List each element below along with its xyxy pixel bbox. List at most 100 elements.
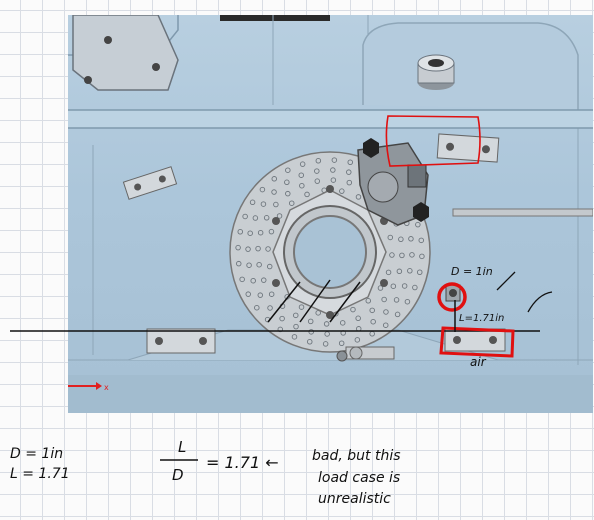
rotor-hole (288, 200, 295, 206)
rotor-hole (346, 179, 353, 186)
hatch-stroke (329, 281, 361, 323)
rotor-hole (330, 167, 336, 173)
rotor-hole (237, 229, 244, 235)
rotor-hole (415, 221, 421, 228)
rotor-hole (284, 179, 290, 186)
rotor-hole (401, 283, 408, 289)
remark-line-1: bad, but this (312, 448, 401, 464)
rotor-hole (268, 291, 275, 297)
rotor-hole (355, 194, 362, 200)
mount-tab (146, 328, 216, 354)
rotor-hole (257, 292, 264, 298)
rotor-hole (347, 159, 353, 166)
rotor-hole (404, 298, 411, 305)
rotor-hole (271, 189, 277, 195)
hatch-stroke (299, 279, 331, 323)
rotor-hole (255, 245, 261, 252)
remark-line-2: load case is (318, 470, 400, 486)
rotor-hole (350, 306, 356, 313)
rotor-hole (409, 252, 415, 258)
rotor-hole (298, 172, 305, 178)
rotor-hole (377, 285, 384, 291)
rotor-hole (323, 321, 330, 327)
rotor-hole (299, 182, 305, 189)
rotor-hole (339, 320, 346, 326)
rotor-hole (273, 201, 279, 208)
fraction-numerator: L (178, 438, 186, 456)
leader-arc (527, 291, 553, 313)
d-annotation: D = 1in (451, 265, 493, 278)
highlight-box (385, 115, 481, 167)
rotor-hole (385, 269, 392, 276)
axis-label: x (104, 383, 109, 392)
rotor-hole (407, 268, 413, 274)
rotor-hole (331, 157, 338, 163)
rotor-hole (412, 284, 418, 291)
rotor-hole (314, 168, 320, 174)
rotor-hole (390, 283, 397, 289)
rotor-hole (242, 213, 248, 220)
rotor-hole (322, 341, 329, 347)
rotor-hole (235, 260, 242, 267)
rotor-hole (307, 338, 313, 345)
rotor-hole (247, 230, 253, 236)
rotor-hole (339, 188, 345, 194)
leader-line (496, 271, 516, 291)
bolt-hole (104, 36, 112, 44)
rotor-hole (369, 307, 375, 314)
rotor-hole (299, 161, 306, 167)
rotor-hole (263, 215, 270, 221)
rotor-hole (250, 277, 256, 284)
axle-part (336, 346, 395, 362)
rotor-hole (239, 276, 245, 283)
highlight-circle (437, 282, 467, 312)
rotor-hole (355, 315, 361, 322)
rotor-hole (307, 318, 314, 325)
rotor-hole (246, 262, 252, 268)
rotor-hole (265, 246, 271, 252)
rotor-hole (393, 297, 400, 303)
rotor-hole (252, 215, 259, 221)
rotor-hole (245, 291, 251, 297)
dark-slot (220, 15, 330, 21)
rotor-hole (382, 322, 389, 328)
bolt-hole (152, 63, 160, 71)
note-l: L = 1.71 (10, 466, 70, 482)
rotor-hole (256, 261, 262, 268)
rotor-hole (276, 213, 283, 219)
rotor-hole (381, 296, 387, 303)
ratio-value: = 1.71 ← (206, 453, 279, 472)
rotor-hole (259, 186, 266, 193)
hatch-stroke (267, 281, 301, 323)
rotor-hole (383, 309, 389, 315)
fraction-denominator: D (172, 466, 184, 484)
rotor-hole (254, 304, 260, 311)
remark-line-3: unrealistic (318, 491, 391, 507)
rotor-hole (257, 229, 264, 236)
rotor-hole (315, 310, 321, 316)
rotor-hole (346, 169, 352, 175)
brake-caliper (357, 138, 429, 226)
rotor-hole (315, 157, 322, 164)
fitting (445, 284, 461, 302)
rotor-hole (267, 305, 273, 311)
note-d: D = 1in (10, 446, 63, 462)
rotor-hole (370, 318, 376, 325)
rotor-hole (298, 304, 305, 310)
rotor-hole (260, 201, 267, 207)
bolt-hole (84, 76, 92, 84)
rotor-hole (266, 263, 273, 270)
rotor-hole (285, 190, 291, 197)
rotor-hole (389, 252, 395, 258)
rotor-hole (330, 177, 337, 183)
cad-viewport[interactable]: x (68, 15, 593, 413)
rotor-hole (245, 246, 251, 252)
rotor-hole (293, 323, 299, 330)
air-annotation: air (470, 355, 487, 369)
rotor-hole (314, 178, 321, 184)
highlight-rect (439, 326, 515, 358)
rotor-hole (416, 269, 423, 275)
rotor-hole (271, 176, 278, 182)
rotor-hole (408, 236, 414, 242)
rotor-hole (260, 277, 267, 283)
